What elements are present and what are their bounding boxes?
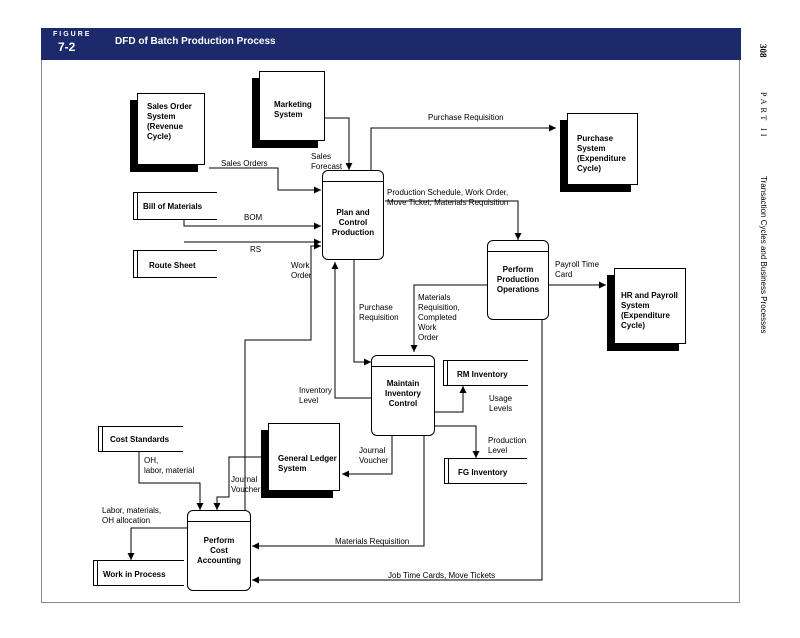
entity-general-ledger-label: General Ledger System [278,454,337,473]
flow-labor-oh-allocation [127,527,187,560]
section-title: Transaction Cycles and Business Processe… [759,176,768,334]
flow-journal-voucher-left [213,456,268,510]
flow-production-schedule [385,200,522,240]
entity-sales-order-system: Sales Order System (Revenue Cycle) [137,93,205,165]
process-perform-production-operations: Perform Production Operations [487,240,549,320]
process-plan-label: Plan and Control Production [331,208,375,237]
flow-journal-voucher-right [342,436,393,478]
label-sales-orders: Sales Orders [221,159,268,168]
figure-title: DFD of Batch Production Process [115,36,276,47]
entity-general-ledger-system: General Ledger System [268,423,340,491]
store-cost-std-label: Cost Standards [110,435,170,444]
figure-number: 7-2 [58,40,76,54]
store-route-sheet: Route Sheet [133,250,217,278]
label-materials-requisition-completed: Materials Requisition, Completed Work Or… [418,293,460,342]
store-work-in-process: Work in Process [93,560,184,586]
store-fg-inventory: FG Inventory [444,458,527,484]
entity-marketing-system: Marketing System [259,71,325,141]
flow-purchase-requisition-mid [353,260,371,366]
label-journal-voucher-right: Journal Voucher [359,446,389,465]
label-purchase-requisition-top: Purchase Requisition [428,113,504,122]
entity-sales-order-label: Sales Order System (Revenue Cycle) [147,102,192,141]
page-number: 308 [758,44,768,58]
label-job-time-cards: Job Time Cards, Move Tickets [388,571,496,580]
figure-header [41,28,741,60]
figure-word: FIGURE [53,31,92,38]
label-journal-voucher-left: Journal Voucher [231,475,261,494]
entity-marketing-label: Marketing System [274,100,312,119]
flow-purchase-requisition-top [370,124,556,170]
entity-purchase-system: Purchase System (Expenditure Cycle) [567,113,638,185]
store-rm-label: RM Inventory [457,370,508,379]
flow-job-time-cards [252,320,543,584]
store-wip-label: Work in Process [103,570,166,579]
flow-work-order [244,242,321,510]
flow-materials-requisition [252,436,425,550]
label-production-level: Production Level [488,436,527,455]
flow-usage-levels [435,386,467,413]
part-label: PART II [759,92,768,140]
store-bill-of-materials: Bill of Materials [133,192,217,220]
label-sales-forecast: Sales Forecast [311,152,343,171]
flow-inventory-level [331,262,371,399]
store-route-label: Route Sheet [149,261,196,270]
figure-frame [41,60,740,603]
store-cost-standards: Cost Standards [98,426,183,452]
process-perform-ops-label: Perform Production Operations [496,265,540,294]
process-cost-accounting-label: Perform Cost Accounting [197,536,241,565]
label-bom: BOM [244,213,263,222]
store-fg-label: FG Inventory [458,468,508,477]
entity-purchase-label: Purchase System (Expenditure Cycle) [577,134,626,173]
label-usage-levels: Usage Levels [489,394,513,413]
process-perform-cost-accounting: Perform Cost Accounting [187,510,251,591]
label-work-order: Work Order [291,261,312,280]
flow-sales-orders [209,167,321,194]
flow-production-level [435,425,480,458]
label-inventory-level: Inventory Level [299,386,332,405]
process-maintain-inventory-control: Maintain Inventory Control [371,355,435,436]
process-plan-control-production: Plan and Control Production [322,170,384,260]
flow-oh-labor-material [138,452,204,510]
label-production-schedule: Production Schedule, Work Order, Move Ti… [387,188,509,207]
store-bom-label: Bill of Materials [143,202,203,211]
process-maintain-inv-label: Maintain Inventory Control [384,379,421,408]
entity-hr-payroll-label: HR and Payroll System (Expenditure Cycle… [621,291,678,330]
label-rs: RS [250,245,262,254]
store-rm-inventory: RM Inventory [443,360,528,386]
label-labor-oh-allocation: Labor, materials, OH allocation [102,506,162,525]
label-materials-requisition: Materials Requisition [335,537,410,546]
label-payroll-time-card: Payroll Time Card [555,260,600,279]
label-oh-labor-material: OH, labor, material [144,456,195,475]
entity-hr-payroll-system: HR and Payroll System (Expenditure Cycle… [614,268,686,344]
label-purchase-requisition-mid: Purchase Requisition [359,303,399,322]
flow-materials-requisition-completed [410,284,487,352]
